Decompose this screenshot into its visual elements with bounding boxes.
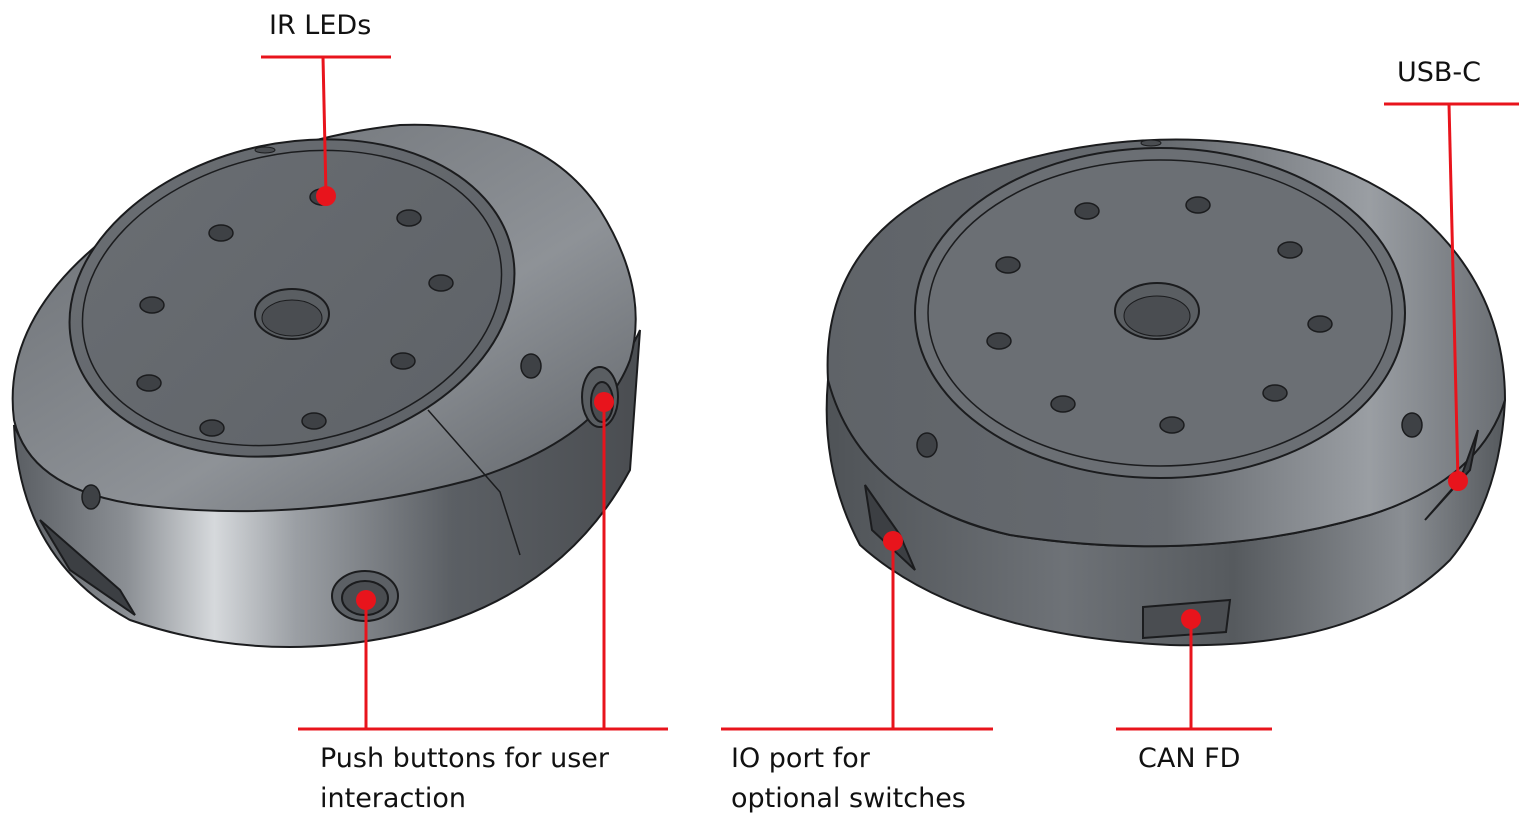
callout-dot-can-fd — [1181, 609, 1201, 629]
label-push-buttons-line2: interaction — [320, 783, 467, 814]
label-usb-c-text: USB-C — [1397, 57, 1482, 88]
label-can-fd-text: CAN FD — [1138, 743, 1241, 774]
callout-dot-ir-leds — [316, 186, 336, 206]
callout-dot-push-button-front — [356, 590, 376, 610]
label-io-port-line2: optional switches — [731, 783, 966, 814]
label-can-fd: CAN FD — [1138, 739, 1240, 779]
callout-dot-io-port — [883, 531, 903, 551]
label-push-buttons-line1: Push buttons for user — [320, 743, 609, 774]
callout-dot-usb-c — [1448, 471, 1468, 491]
callout-can-fd — [1116, 619, 1272, 731]
device-bottom-view — [825, 138, 1507, 647]
callout-io-port — [721, 541, 993, 731]
callout-usb-c — [1384, 102, 1519, 482]
device-top-view — [11, 123, 641, 648]
label-push-buttons: Push buttons for user interaction — [320, 739, 609, 819]
callout-push-buttons — [298, 402, 668, 731]
label-io-port: IO port for optional switches — [731, 739, 966, 819]
label-io-port-line1: IO port for — [731, 743, 870, 774]
callout-dot-push-button-side — [594, 392, 614, 412]
label-usb-c: USB-C — [1397, 53, 1481, 93]
label-ir-leds: IR LEDs — [269, 6, 371, 46]
callout-ir-leds — [261, 55, 391, 196]
label-ir-leds-text: IR LEDs — [269, 10, 372, 41]
